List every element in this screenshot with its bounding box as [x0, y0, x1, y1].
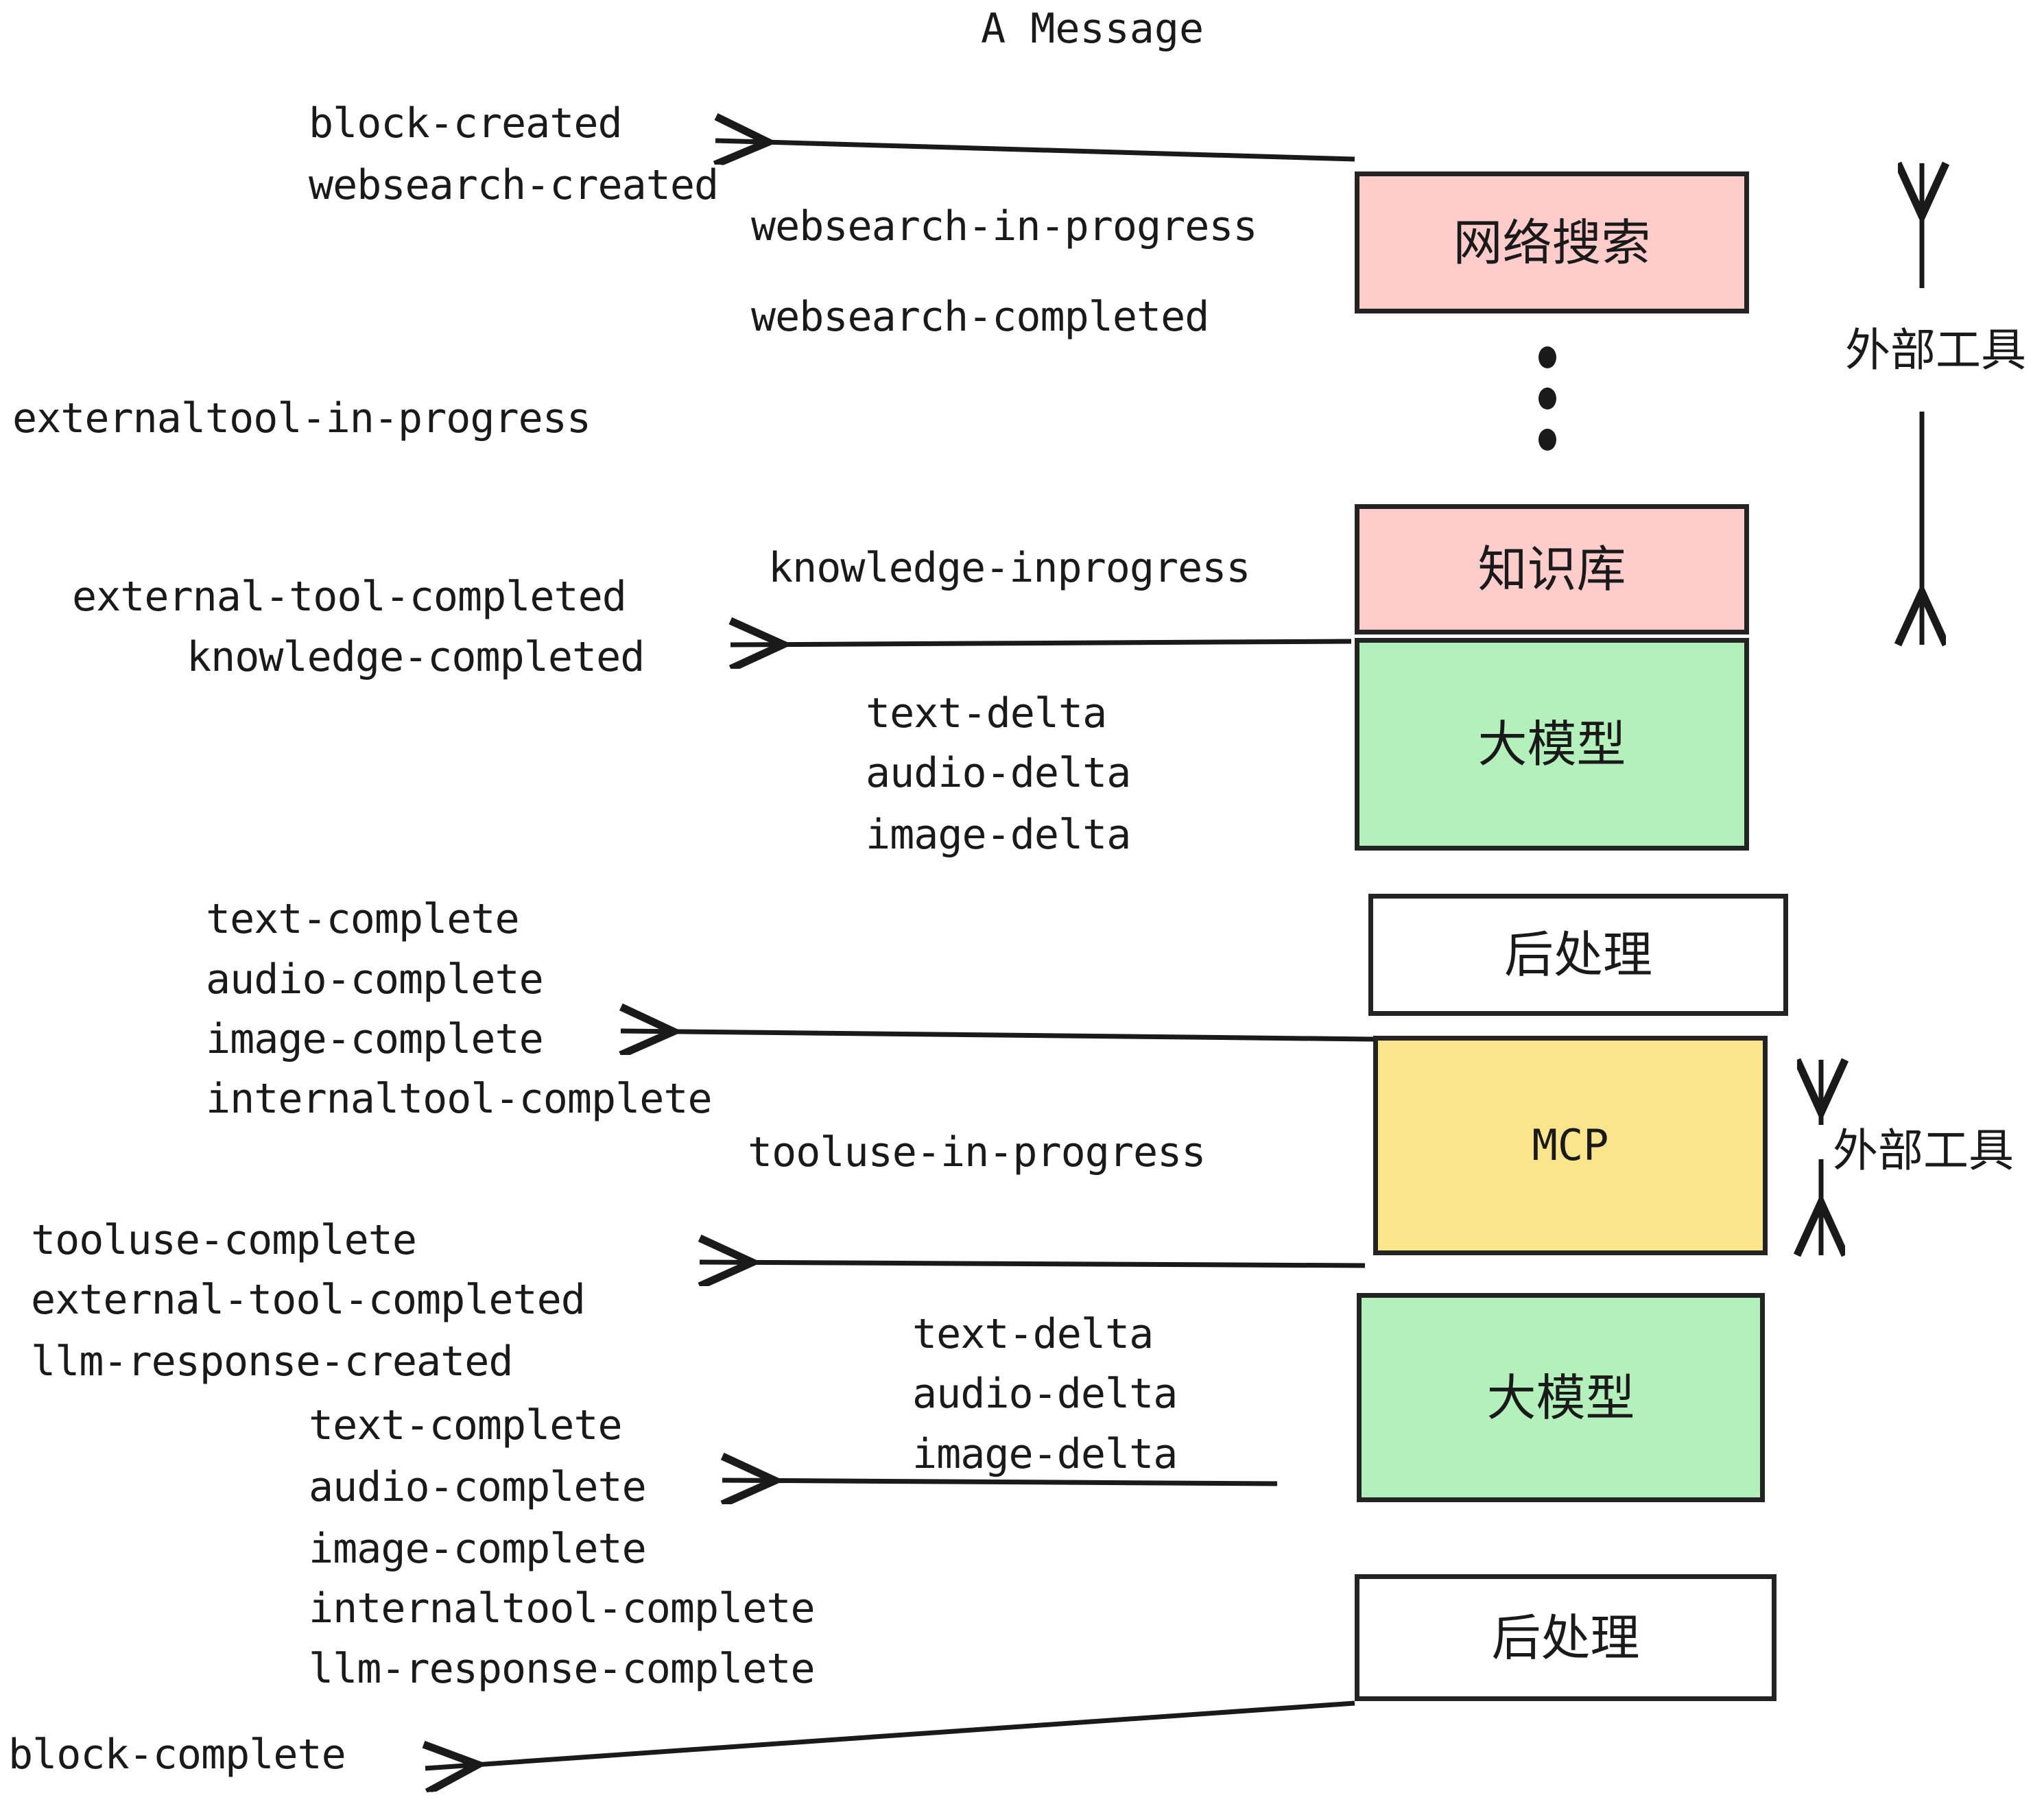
- side-annotation-external-tool-top: 外部工具: [1845, 324, 2026, 377]
- node-box-llm-1[interactable]: 大模型: [1355, 638, 1749, 851]
- event-label-audio-complete-2: audio-complete: [309, 1463, 647, 1511]
- node-box-label: 后处理: [1504, 926, 1652, 984]
- event-label-image-delta-2: image-delta: [912, 1430, 1178, 1478]
- event-label-tooluse-complete: tooluse-complete: [31, 1216, 417, 1264]
- event-label-audio-delta-2: audio-delta: [912, 1370, 1178, 1418]
- node-box-knowledge[interactable]: 知识库: [1355, 504, 1749, 634]
- event-label-image-complete-2: image-complete: [309, 1525, 647, 1573]
- ellipsis-dot-2: [1538, 388, 1556, 410]
- event-label-image-delta-1: image-delta: [866, 811, 1131, 859]
- ellipsis-dot-3: [1538, 429, 1556, 451]
- event-label-tooluse-in-progress: tooluse-in-progress: [748, 1128, 1206, 1176]
- node-box-label: 大模型: [1477, 715, 1626, 773]
- side-annotation-external-tool-bottom: 外部工具: [1833, 1124, 2014, 1177]
- arrow-audio-complete: [722, 1480, 1278, 1484]
- ellipsis-dot-1: [1538, 346, 1556, 368]
- event-label-websearch-in-progress: websearch-in-progress: [751, 202, 1258, 250]
- event-label-externaltool-in-progress: externaltool-in-progress: [12, 394, 591, 442]
- event-label-block-created: block-created: [309, 99, 623, 147]
- node-box-websearch[interactable]: 网络搜索: [1355, 171, 1749, 313]
- page-title: A Message: [981, 5, 1204, 53]
- node-box-label: 大模型: [1486, 1368, 1635, 1427]
- event-label-llm-response-complete: llm-response-complete: [309, 1645, 816, 1693]
- event-label-internaltool-complete-2: internaltool-complete: [309, 1585, 816, 1633]
- event-label-internaltool-complete-1: internaltool-complete: [206, 1075, 713, 1123]
- event-label-block-complete: block-complete: [8, 1731, 346, 1779]
- node-box-postproc-2[interactable]: 后处理: [1355, 1574, 1776, 1701]
- event-label-websearch-created: websearch-created: [309, 161, 719, 209]
- event-label-image-complete-1: image-complete: [206, 1015, 544, 1063]
- arrow-websearch-created: [715, 141, 1355, 159]
- event-label-external-tool-completed-2: external-tool-completed: [31, 1276, 586, 1324]
- node-box-mcp[interactable]: MCP: [1373, 1036, 1768, 1255]
- node-box-label: MCP: [1532, 1120, 1609, 1170]
- event-label-text-delta-1: text-delta: [866, 689, 1107, 737]
- node-box-llm-2[interactable]: 大模型: [1357, 1293, 1765, 1502]
- arrow-block-complete: [425, 1700, 1355, 1768]
- event-label-audio-delta-1: audio-delta: [866, 749, 1131, 797]
- event-label-text-complete-1: text-complete: [206, 895, 520, 943]
- node-box-postproc-1[interactable]: 后处理: [1368, 894, 1788, 1016]
- event-label-audio-complete-1: audio-complete: [206, 956, 544, 1004]
- event-label-text-complete-2: text-complete: [309, 1401, 623, 1449]
- arrow-tooluse-complete: [700, 1262, 1366, 1266]
- node-box-label: 知识库: [1477, 541, 1626, 598]
- event-label-websearch-completed: websearch-completed: [751, 293, 1209, 341]
- event-label-knowledge-inprogress: knowledge-inprogress: [768, 544, 1250, 592]
- node-box-label: 后处理: [1491, 1609, 1640, 1667]
- event-label-text-delta-2: text-delta: [912, 1310, 1154, 1358]
- event-label-external-tool-completed-1: external-tool-completed: [72, 573, 627, 621]
- event-label-knowledge-completed: knowledge-completed: [187, 633, 645, 681]
- event-label-llm-response-created: llm-response-created: [31, 1338, 513, 1386]
- arrow-image-complete: [621, 1031, 1375, 1039]
- arrow-knowledge-completed: [730, 641, 1352, 645]
- node-box-label: 网络搜索: [1453, 213, 1651, 272]
